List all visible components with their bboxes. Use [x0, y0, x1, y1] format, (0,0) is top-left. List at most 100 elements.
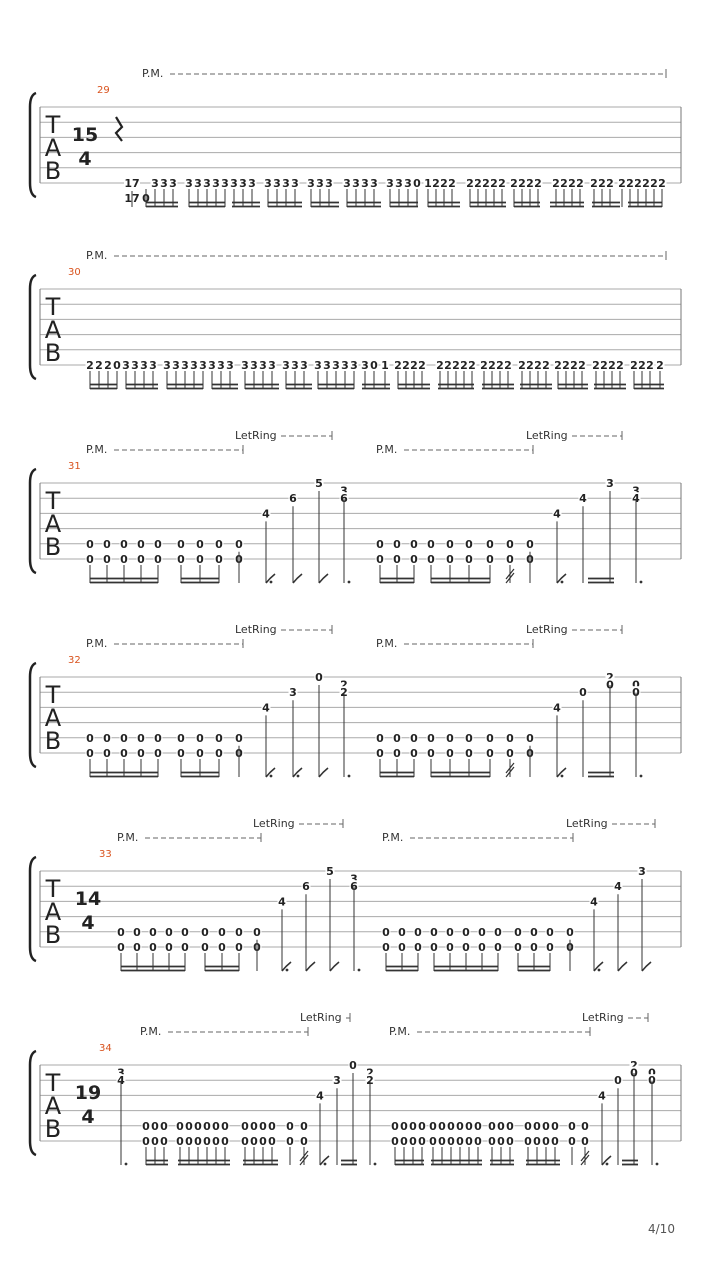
- fret-backdrop: [525, 731, 535, 744]
- fret-number: 0: [524, 1135, 532, 1148]
- fret-number: 0: [542, 1120, 550, 1133]
- tab-clef-letter: T: [45, 875, 61, 903]
- fret-number: 0: [177, 732, 185, 745]
- fret-backdrop: [202, 177, 212, 189]
- fret-backdrop: [94, 359, 104, 371]
- fret-backdrop: [189, 359, 199, 371]
- pm-label: P.M.: [86, 249, 107, 262]
- fret-backdrop: [299, 1119, 309, 1132]
- fret-backdrop: [489, 177, 499, 189]
- fret-number: 0: [648, 1067, 656, 1080]
- fret-number: 3: [190, 359, 198, 372]
- fret-backdrop: [397, 925, 407, 938]
- fret-backdrop: [139, 359, 149, 371]
- fret-backdrop: [485, 553, 495, 565]
- fret-backdrop: [605, 177, 615, 189]
- fret-number: 2: [510, 177, 518, 190]
- fret-backdrop: [455, 1119, 465, 1132]
- fret-number: 0: [551, 1120, 559, 1133]
- fret-backdrop: [409, 359, 419, 371]
- fret-number: 2: [432, 177, 440, 190]
- fret-number: 3: [333, 1074, 341, 1087]
- eighth-flag: [329, 961, 340, 972]
- fret-backdrop: [116, 941, 126, 953]
- fret-backdrop: [184, 1119, 194, 1132]
- fret-number: 3: [230, 177, 238, 190]
- fret-number: 0: [370, 359, 378, 372]
- fret-backdrop: [175, 1135, 185, 1147]
- fret-number: 0: [149, 941, 157, 954]
- fret-backdrop: [567, 177, 577, 189]
- fret-backdrop: [578, 686, 588, 699]
- fret-number: 0: [218, 926, 226, 939]
- fret-number: 0: [120, 538, 128, 551]
- fret-number: 0: [103, 553, 111, 566]
- fret-backdrop: [417, 1135, 427, 1147]
- fret-number: 2: [634, 177, 642, 190]
- fret-backdrop: [249, 359, 259, 371]
- fret-backdrop: [229, 177, 239, 189]
- fret-number: 0: [113, 359, 121, 372]
- fret-number: 2: [410, 359, 418, 372]
- fret-number: 0: [103, 747, 111, 760]
- fret-backdrop: [505, 553, 515, 565]
- fret-number: 0: [250, 1135, 258, 1148]
- fret-number: 2: [658, 177, 666, 190]
- dot: [655, 1162, 659, 1166]
- fret-number: 3: [606, 477, 614, 490]
- fret-backdrop: [216, 359, 226, 371]
- fret-number: 0: [446, 941, 454, 954]
- fret-backdrop: [589, 895, 599, 908]
- fret-backdrop: [348, 1059, 358, 1071]
- fret-backdrop: [505, 537, 515, 550]
- fret-backdrop: [148, 359, 158, 371]
- fret-number: 0: [133, 926, 141, 939]
- fret-backdrop: [631, 484, 641, 497]
- fret-number: 0: [117, 926, 125, 939]
- fret-number: 3: [268, 359, 276, 372]
- tab-clef-letter: T: [45, 681, 61, 709]
- fret-number: 3: [149, 359, 157, 372]
- letring-label: LetRing: [300, 1011, 342, 1024]
- fret-number: 3: [395, 177, 403, 190]
- fret-backdrop: [657, 177, 667, 189]
- fret-number: 0: [300, 1120, 308, 1133]
- fret-number: 0: [181, 926, 189, 939]
- fret-backdrop: [342, 177, 352, 189]
- fret-backdrop: [605, 477, 615, 489]
- fret-number: 0: [221, 1120, 229, 1133]
- fret-backdrop: [102, 747, 112, 759]
- fret-backdrop: [132, 941, 142, 953]
- fret-number: 0: [427, 553, 435, 566]
- fret-number: 0: [86, 553, 94, 566]
- fret-backdrop: [234, 925, 244, 938]
- fret-number: 0: [181, 941, 189, 954]
- fret-number: 2: [474, 177, 482, 190]
- fret-backdrop: [322, 359, 332, 371]
- fret-number: 3: [340, 485, 348, 498]
- fret-backdrop: [240, 1135, 250, 1147]
- fret-backdrop: [565, 925, 575, 938]
- fret-backdrop: [176, 747, 186, 759]
- fret-backdrop: [261, 701, 271, 714]
- fret-backdrop: [459, 359, 469, 371]
- tab-clef-letter: T: [45, 487, 61, 515]
- fret-number: 4: [278, 895, 286, 908]
- fret-backdrop: [314, 477, 324, 489]
- fret-number: 0: [478, 926, 486, 939]
- fret-number: 0: [579, 686, 587, 699]
- fret-backdrop: [85, 747, 95, 759]
- fret-backdrop: [349, 872, 359, 885]
- fret-backdrop: [240, 359, 250, 371]
- fret-number: 3: [352, 177, 360, 190]
- fret-backdrop: [529, 941, 539, 953]
- fret-backdrop: [599, 359, 609, 371]
- fret-backdrop: [485, 537, 495, 550]
- fret-backdrop: [532, 1119, 542, 1132]
- fret-backdrop: [479, 359, 489, 371]
- fret-backdrop: [168, 177, 178, 189]
- fret-backdrop: [525, 537, 535, 550]
- fret-backdrop: [193, 1135, 203, 1147]
- fret-backdrop: [85, 359, 95, 371]
